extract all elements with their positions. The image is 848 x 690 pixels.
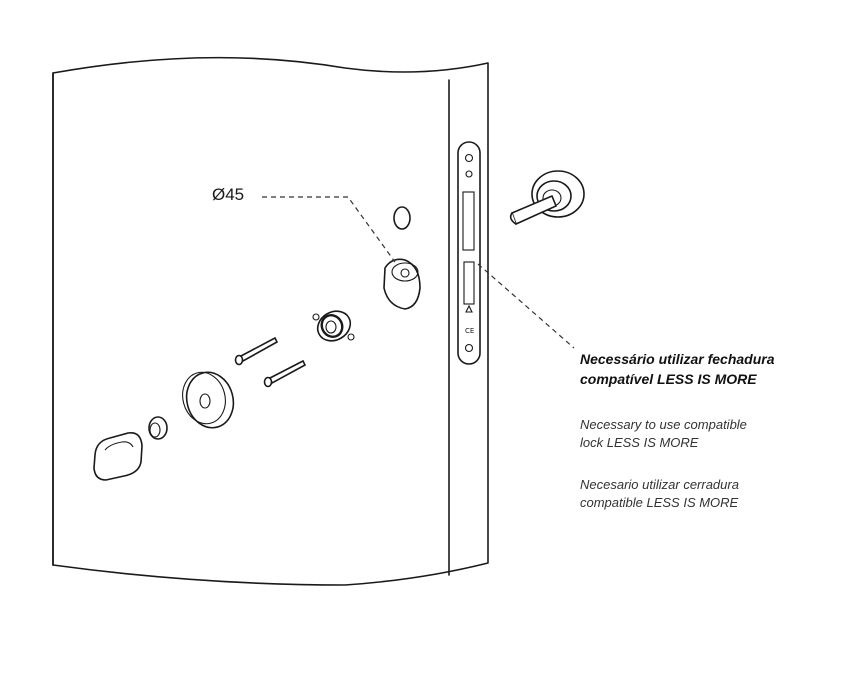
round-rose-plate	[182, 371, 235, 429]
note-es-line-2: compatible LESS IS MORE	[580, 495, 739, 510]
dimension-leader	[262, 196, 396, 263]
note-english: Necessary to use compatible lock LESS IS…	[580, 416, 820, 452]
spacer-ring	[148, 416, 168, 440]
note-pt-line-1: Necessário utilizar fechadura	[580, 351, 775, 367]
dimension-label: Ø45	[212, 185, 245, 204]
note-en-line-1: Necessary to use compatible	[580, 417, 747, 432]
note-es-line-1: Necesario utilizar cerradura	[580, 477, 739, 492]
screw-2	[263, 359, 307, 388]
note-pt-line-2: compatível LESS IS MORE	[580, 371, 757, 387]
rose-cylinder	[383, 258, 421, 310]
mortise-lock-faceplate: CE	[457, 141, 481, 365]
lock-note-leader	[477, 263, 575, 349]
note-portuguese: Necessário utilizar fechadura compatível…	[580, 349, 830, 389]
note-spanish: Necesario utilizar cerradura compatible …	[580, 476, 820, 512]
door-panel	[52, 56, 489, 586]
outer-handle	[509, 170, 585, 226]
screw-1	[234, 336, 279, 366]
note-en-line-2: lock LESS IS MORE	[580, 435, 699, 450]
thumb-turn-knob	[93, 431, 143, 481]
svg-text:CE: CE	[465, 327, 474, 335]
rose-ring	[312, 310, 355, 342]
door-hole-top	[393, 206, 411, 230]
